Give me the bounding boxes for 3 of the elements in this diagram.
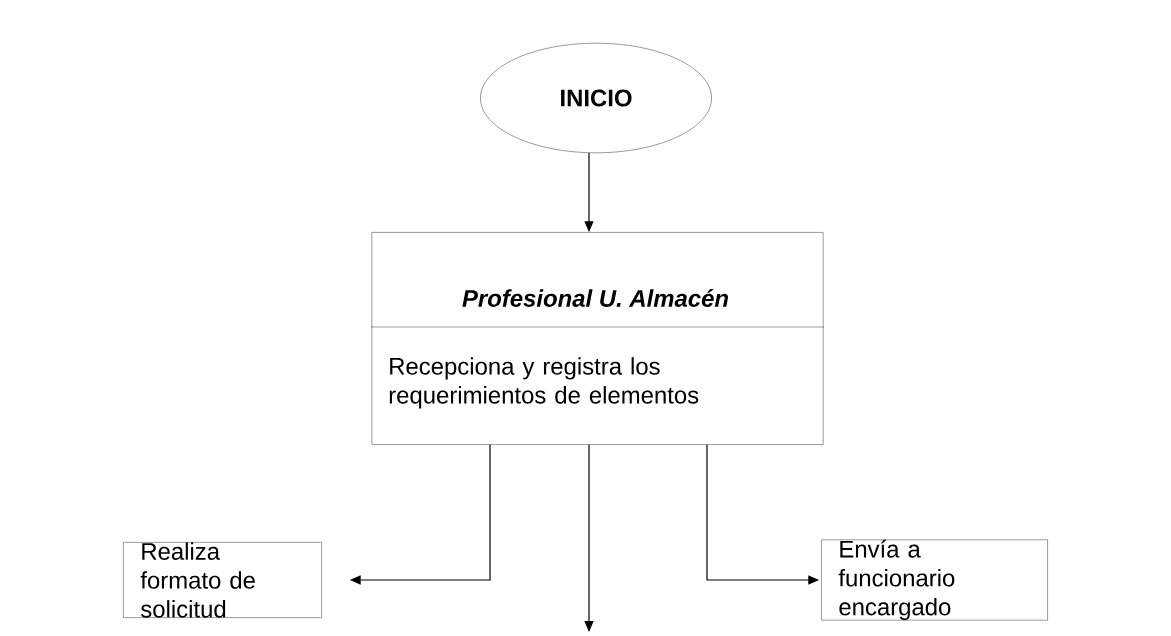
process-box: Profesional U. Almacén Recepciona y registra los requerimientos de elementos: [370, 232, 825, 445]
process-box: Realiza formato de solicitud: [123, 542, 322, 618]
process-box: Envía a funcionario encargado: [821, 539, 1048, 621]
